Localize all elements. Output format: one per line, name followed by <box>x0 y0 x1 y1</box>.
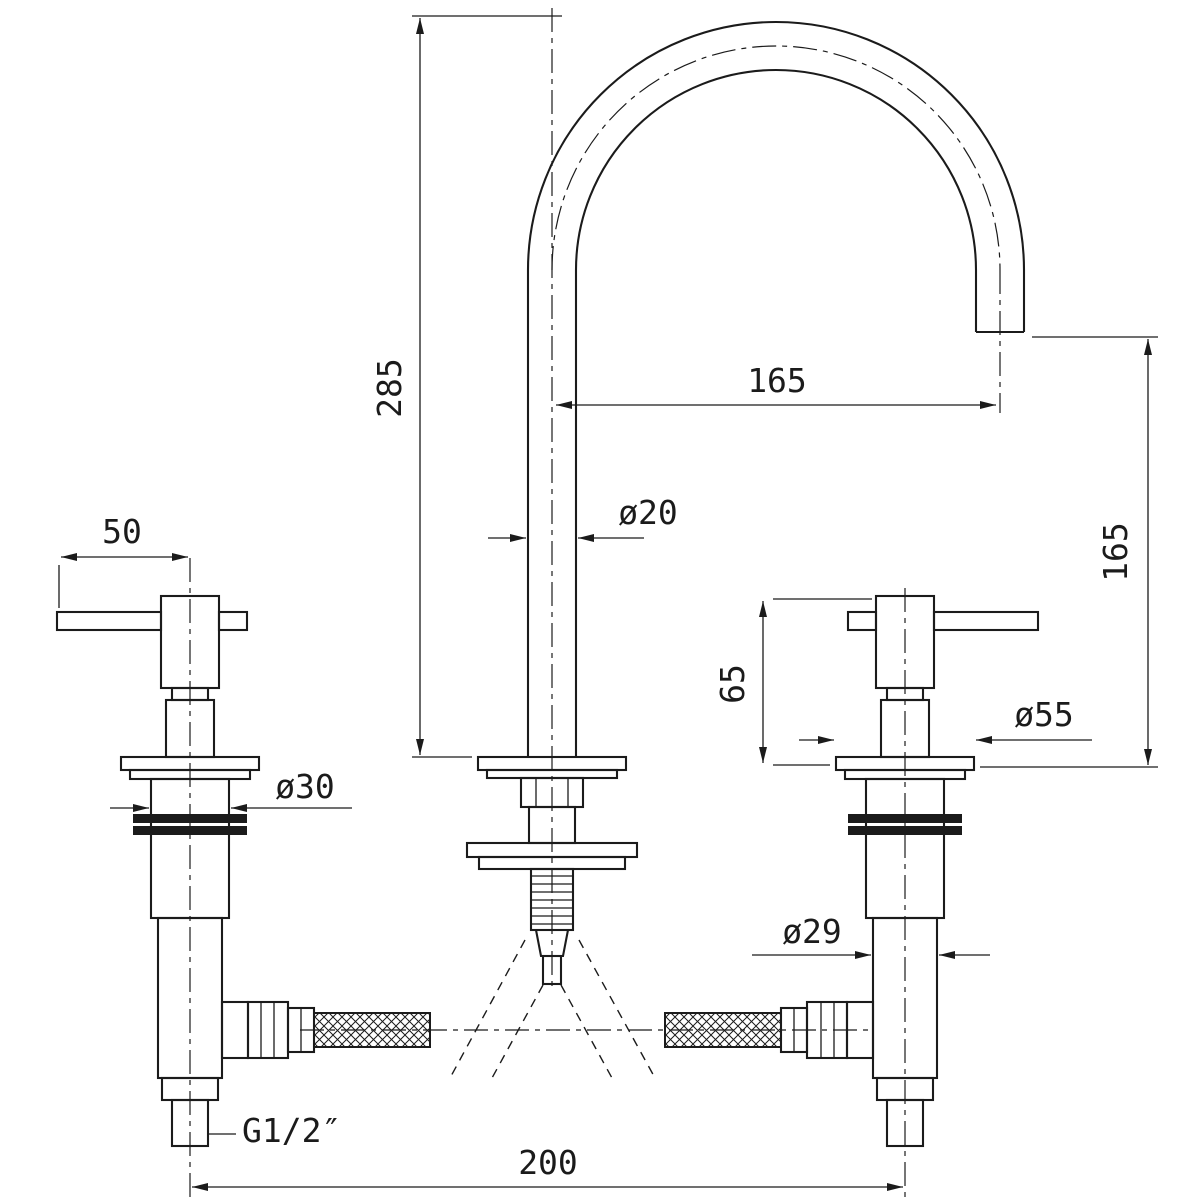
right-flex-hose <box>664 1012 782 1048</box>
dim-spout-height: 285 <box>370 15 562 758</box>
left-cross-bar-right <box>217 610 249 632</box>
dim-handle-height-label: 65 <box>713 664 752 704</box>
dim-connection-thread-label: G1/2″ <box>242 1111 341 1150</box>
dim-handle-width: 50 <box>58 512 188 608</box>
spout-outer-arc <box>526 20 1026 271</box>
hidden-hose-paths <box>449 939 656 1079</box>
dim-outlet-height: 165 <box>980 336 1158 768</box>
dim-spout-diameter: ø20 <box>488 493 678 542</box>
dim-handle-diameter-label: ø55 <box>1014 695 1074 734</box>
dim-handle-width-label: 50 <box>102 512 142 551</box>
dim-spout-height-label: 285 <box>370 358 409 418</box>
dim-handle-diameter: ø55 <box>799 695 1092 744</box>
right-gasket-upper <box>848 814 962 823</box>
spout <box>449 20 1026 1079</box>
dim-shank-diameter: ø30 <box>110 767 352 812</box>
left-gasket-lower <box>133 826 247 835</box>
right-cross-bar-right <box>932 610 1040 632</box>
right-tailpipe <box>885 1098 925 1148</box>
right-cross-bar-left <box>846 610 878 632</box>
spout-inner-arc <box>574 68 978 271</box>
left-flex-hose <box>313 1012 431 1048</box>
shank-taper <box>534 928 570 958</box>
dim-handle-height: 65 <box>713 598 872 766</box>
left-supply-fitting <box>220 1000 316 1060</box>
spout-arc-centerline <box>551 45 1001 271</box>
shank-stub <box>541 954 563 986</box>
dim-spout-reach: 165 <box>556 361 996 409</box>
left-handle <box>55 594 431 1148</box>
right-handle <box>664 594 1040 1148</box>
dim-spout-reach-label: 165 <box>747 361 807 400</box>
dim-centre-distance-label: 200 <box>518 1143 578 1182</box>
left-tailpipe <box>170 1098 210 1148</box>
left-cross-bar-left <box>55 610 163 632</box>
right-gasket-lower <box>848 826 962 835</box>
thread-ticks <box>531 875 573 925</box>
dim-spout-diameter-label: ø20 <box>618 493 678 532</box>
dim-body-diameter: ø29 <box>752 912 990 959</box>
dim-shank-diameter-label: ø30 <box>275 767 335 806</box>
dim-connection-thread: G1/2″ <box>208 1111 341 1150</box>
dim-outlet-height-label: 165 <box>1096 522 1135 582</box>
dim-body-diameter-label: ø29 <box>782 912 842 951</box>
left-gasket-upper <box>133 814 247 823</box>
dim-centre-distance: 200 <box>192 1143 903 1191</box>
